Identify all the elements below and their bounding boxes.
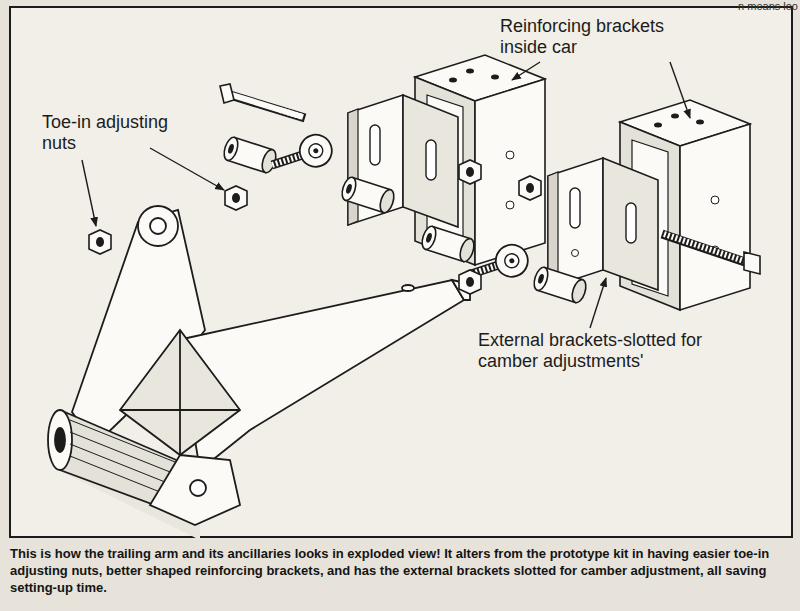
figure-caption: This is how the trailing arm and its anc… (10, 545, 790, 596)
callout-label: External brackets-slotted for camber adj… (478, 330, 718, 372)
trailing-arm (48, 206, 470, 540)
bolt (220, 84, 760, 274)
leader-line (82, 62, 690, 328)
cropped-heading: n means loo (738, 0, 798, 12)
callout-label: Toe-in adjusting nuts (42, 112, 192, 154)
callout-label: Reinforcing brackets inside car (500, 16, 700, 58)
